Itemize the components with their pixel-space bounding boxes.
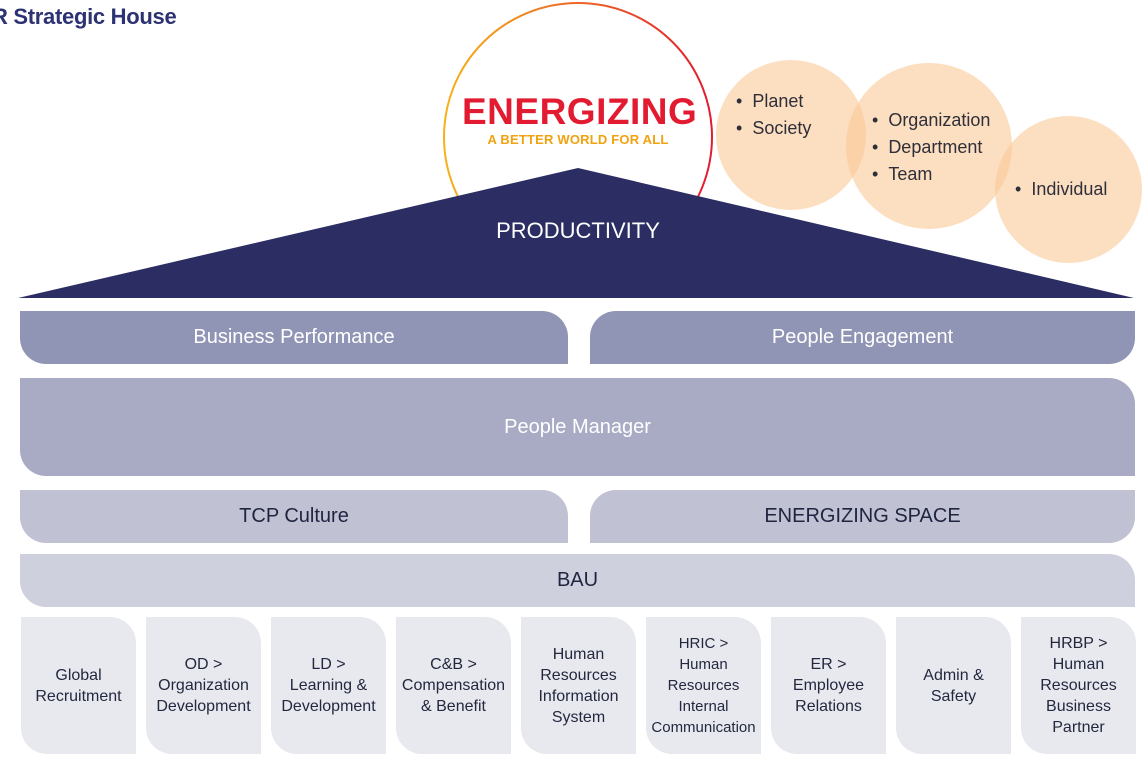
scope-item: Society <box>736 115 866 142</box>
pillar-line: Partner <box>1052 719 1105 736</box>
scope-item: Planet <box>736 88 866 115</box>
scope-item: Organization <box>872 107 1012 134</box>
pillar-line: Resources <box>540 666 617 684</box>
pillar-line: OD > <box>184 656 223 673</box>
energizing-space-band: ENERGIZING SPACE <box>590 490 1135 543</box>
pillar-line: Resources <box>1040 677 1117 694</box>
pillar-hris: Human Resources Information System <box>521 617 636 754</box>
scope-item: Department <box>872 134 1012 161</box>
pillar-line: Human <box>1052 656 1105 673</box>
pillar-line: Resources <box>667 677 740 694</box>
bau-band: BAU <box>20 554 1135 607</box>
pillar-global-recruitment: Global Recruitment <box>21 617 136 754</box>
pillar-line: Information <box>538 687 619 705</box>
pillar-line: Admin & <box>923 666 984 684</box>
pillar-line: C&B > <box>430 656 477 673</box>
logo-wordmark: ENERGIZING <box>462 91 698 132</box>
business-performance-band: Business Performance <box>20 311 568 364</box>
pillar-hric: HRIC > Human Resources Internal Communic… <box>646 617 761 754</box>
pillar-admin-safety: Admin & Safety <box>896 617 1011 754</box>
pillar-line: Safety <box>930 687 977 705</box>
pillar-line: Employee <box>792 677 865 694</box>
pillar-line: ER > <box>810 656 847 673</box>
roof-label: PRODUCTIVITY <box>496 218 660 243</box>
pillar-line: Human <box>679 656 728 673</box>
scope-circle-organization: Organization Department Team <box>846 63 1012 229</box>
people-engagement-band: People Engagement <box>590 311 1135 364</box>
pillar-line: Human <box>552 645 605 663</box>
logo-tagline: A BETTER WORLD FOR ALL <box>487 132 669 147</box>
pillar-line: Learning & <box>289 677 368 694</box>
pillar-hrbp: HRBP > Human Resources Business Partner <box>1021 617 1136 754</box>
page-title: R Strategic House <box>0 4 177 29</box>
energizing-logo-ring <box>443 2 713 210</box>
pillar-ld: LD > Learning & Development <box>271 617 386 754</box>
pillar-line: & Benefit <box>421 698 486 715</box>
pillar-line: Development <box>156 698 251 715</box>
scope-item: Team <box>872 161 1012 188</box>
pillar-line: Business <box>1046 698 1111 715</box>
people-manager-band: People Manager <box>20 378 1135 476</box>
pillar-line: Internal <box>678 698 729 715</box>
pillar-line: System <box>551 708 606 726</box>
scope-circle-planet-society: Planet Society <box>716 60 866 210</box>
scope-item: Individual <box>1015 176 1142 203</box>
pillar-line: Development <box>281 698 376 715</box>
pillar-line: Global <box>55 666 102 684</box>
productivity-roof <box>18 168 1134 298</box>
pillar-line: Compensation <box>401 677 506 694</box>
scope-circle-individual: Individual <box>995 116 1142 263</box>
pillar-od: OD > Organization Development <box>146 617 261 754</box>
energizing-logo: ENERGIZING A BETTER WORLD FOR ALL <box>462 91 698 148</box>
pillar-line: Relations <box>795 698 862 715</box>
pillar-line: HRBP > <box>1049 635 1108 652</box>
pillar-line: Communication <box>651 719 756 736</box>
pillar-line: HRIC > <box>678 635 729 652</box>
pillar-er: ER > Employee Relations <box>771 617 886 754</box>
pillar-line: Organization <box>158 677 249 694</box>
pillar-cb: C&B > Compensation & Benefit <box>396 617 511 754</box>
pillar-line: Recruitment <box>35 687 122 705</box>
tcp-culture-band: TCP Culture <box>20 490 568 543</box>
pillar-line: LD > <box>311 656 346 673</box>
